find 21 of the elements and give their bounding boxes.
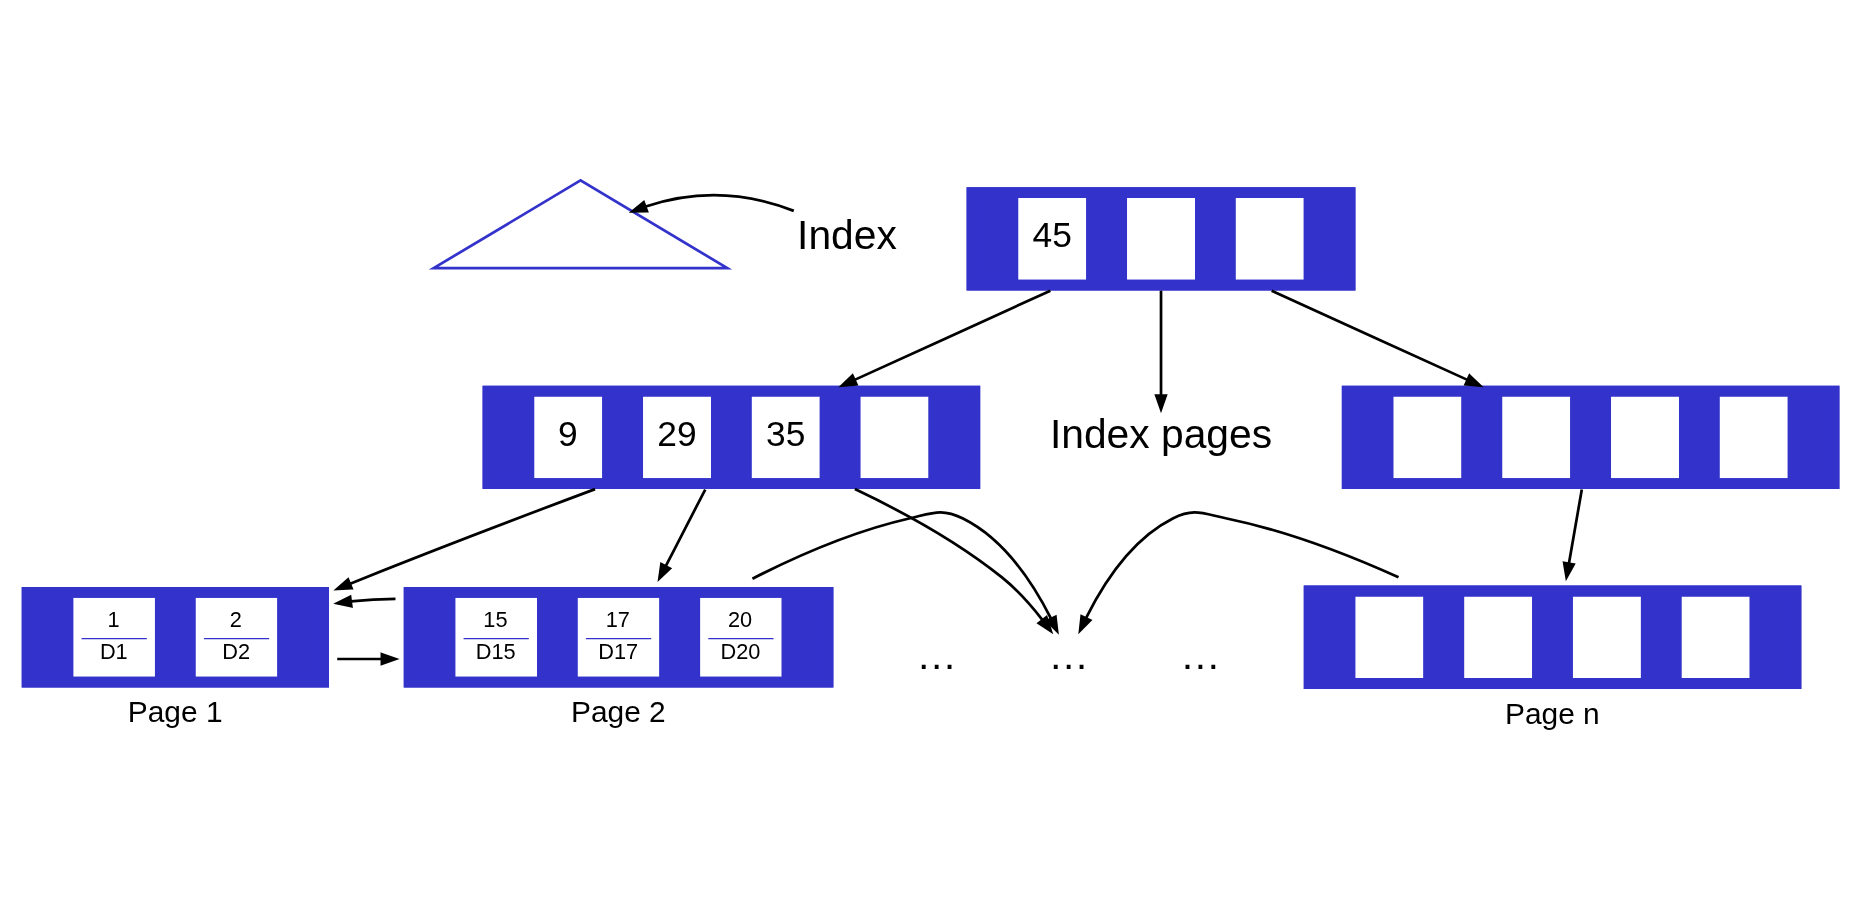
node-label: Page n bbox=[1504, 696, 1600, 730]
arrow bbox=[333, 594, 396, 608]
arrow bbox=[333, 487, 596, 591]
arrow bbox=[1078, 511, 1400, 635]
arrow bbox=[838, 289, 1051, 388]
node-text: Index pages bbox=[1049, 410, 1273, 457]
node-text: Index bbox=[797, 212, 897, 259]
node-text: … bbox=[1048, 632, 1089, 679]
node-label: Page 1 bbox=[127, 695, 223, 729]
arrow bbox=[628, 193, 795, 213]
label: … bbox=[1180, 632, 1221, 679]
arrow bbox=[1562, 489, 1584, 582]
label: … bbox=[916, 632, 958, 679]
node-triangle bbox=[428, 178, 733, 270]
arrow bbox=[337, 652, 400, 666]
arrow bbox=[1271, 289, 1484, 388]
node-label: Page 2 bbox=[570, 695, 666, 729]
arrow bbox=[854, 487, 1054, 635]
arrow bbox=[751, 510, 1059, 635]
arrow bbox=[1154, 290, 1168, 414]
arrow bbox=[657, 488, 707, 583]
